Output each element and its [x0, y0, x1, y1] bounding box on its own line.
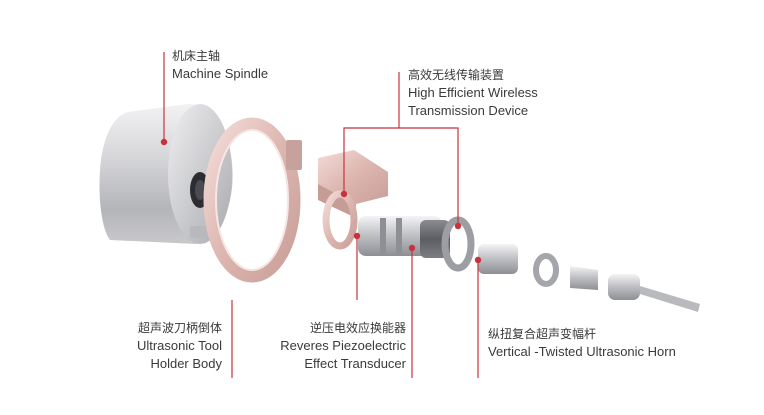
- tool-holder-label: 超声波刀柄倒体 Ultrasonic Tool Holder Body: [100, 320, 222, 373]
- tool-holder-en-1: Ultrasonic Tool: [136, 338, 222, 353]
- wireless-device-label: 高效无线传输装置 High Efficient Wireless Transmi…: [408, 67, 538, 120]
- tool-holder-en-2: Holder Body: [150, 356, 222, 371]
- ultrasonic-horn-en: Vertical -Twisted Ultrasonic Horn: [488, 344, 676, 359]
- ultrasonic-horn-label: 纵扭复合超声变幅杆 Vertical -Twisted Ultrasonic H…: [488, 326, 676, 361]
- transducer-en-1: Reveres Piezoelectric: [280, 338, 406, 353]
- wireless-device-zh: 高效无线传输装置: [408, 68, 505, 82]
- leader-dots: [160, 138, 482, 264]
- machine-spindle-en: Machine Spindle: [172, 66, 269, 81]
- transducer-en-2: Effect Transducer: [304, 356, 406, 371]
- tool-holder-zh: 超声波刀柄倒体: [137, 321, 222, 335]
- piezoelectric-transducer: [358, 216, 475, 272]
- leader-lines: [163, 52, 479, 378]
- tool-holder-body: [203, 117, 302, 283]
- transducer-zh: 逆压电效应换能器: [309, 321, 406, 335]
- machine-spindle-label: 机床主轴 Machine Spindle: [172, 48, 268, 83]
- wireless-device-en-2: Transmission Device: [408, 103, 529, 118]
- transducer-label: 逆压电效应换能器 Reveres Piezoelectric Effect Tr…: [252, 320, 406, 373]
- wireless-transmission-device: [318, 150, 388, 250]
- machine-spindle-zh: 机床主轴: [172, 49, 221, 63]
- ultrasonic-horn-zh: 纵扭复合超声变幅杆: [488, 327, 597, 341]
- wireless-device-en-1: High Efficient Wireless: [408, 85, 538, 100]
- ultrasonic-horn: [478, 244, 700, 312]
